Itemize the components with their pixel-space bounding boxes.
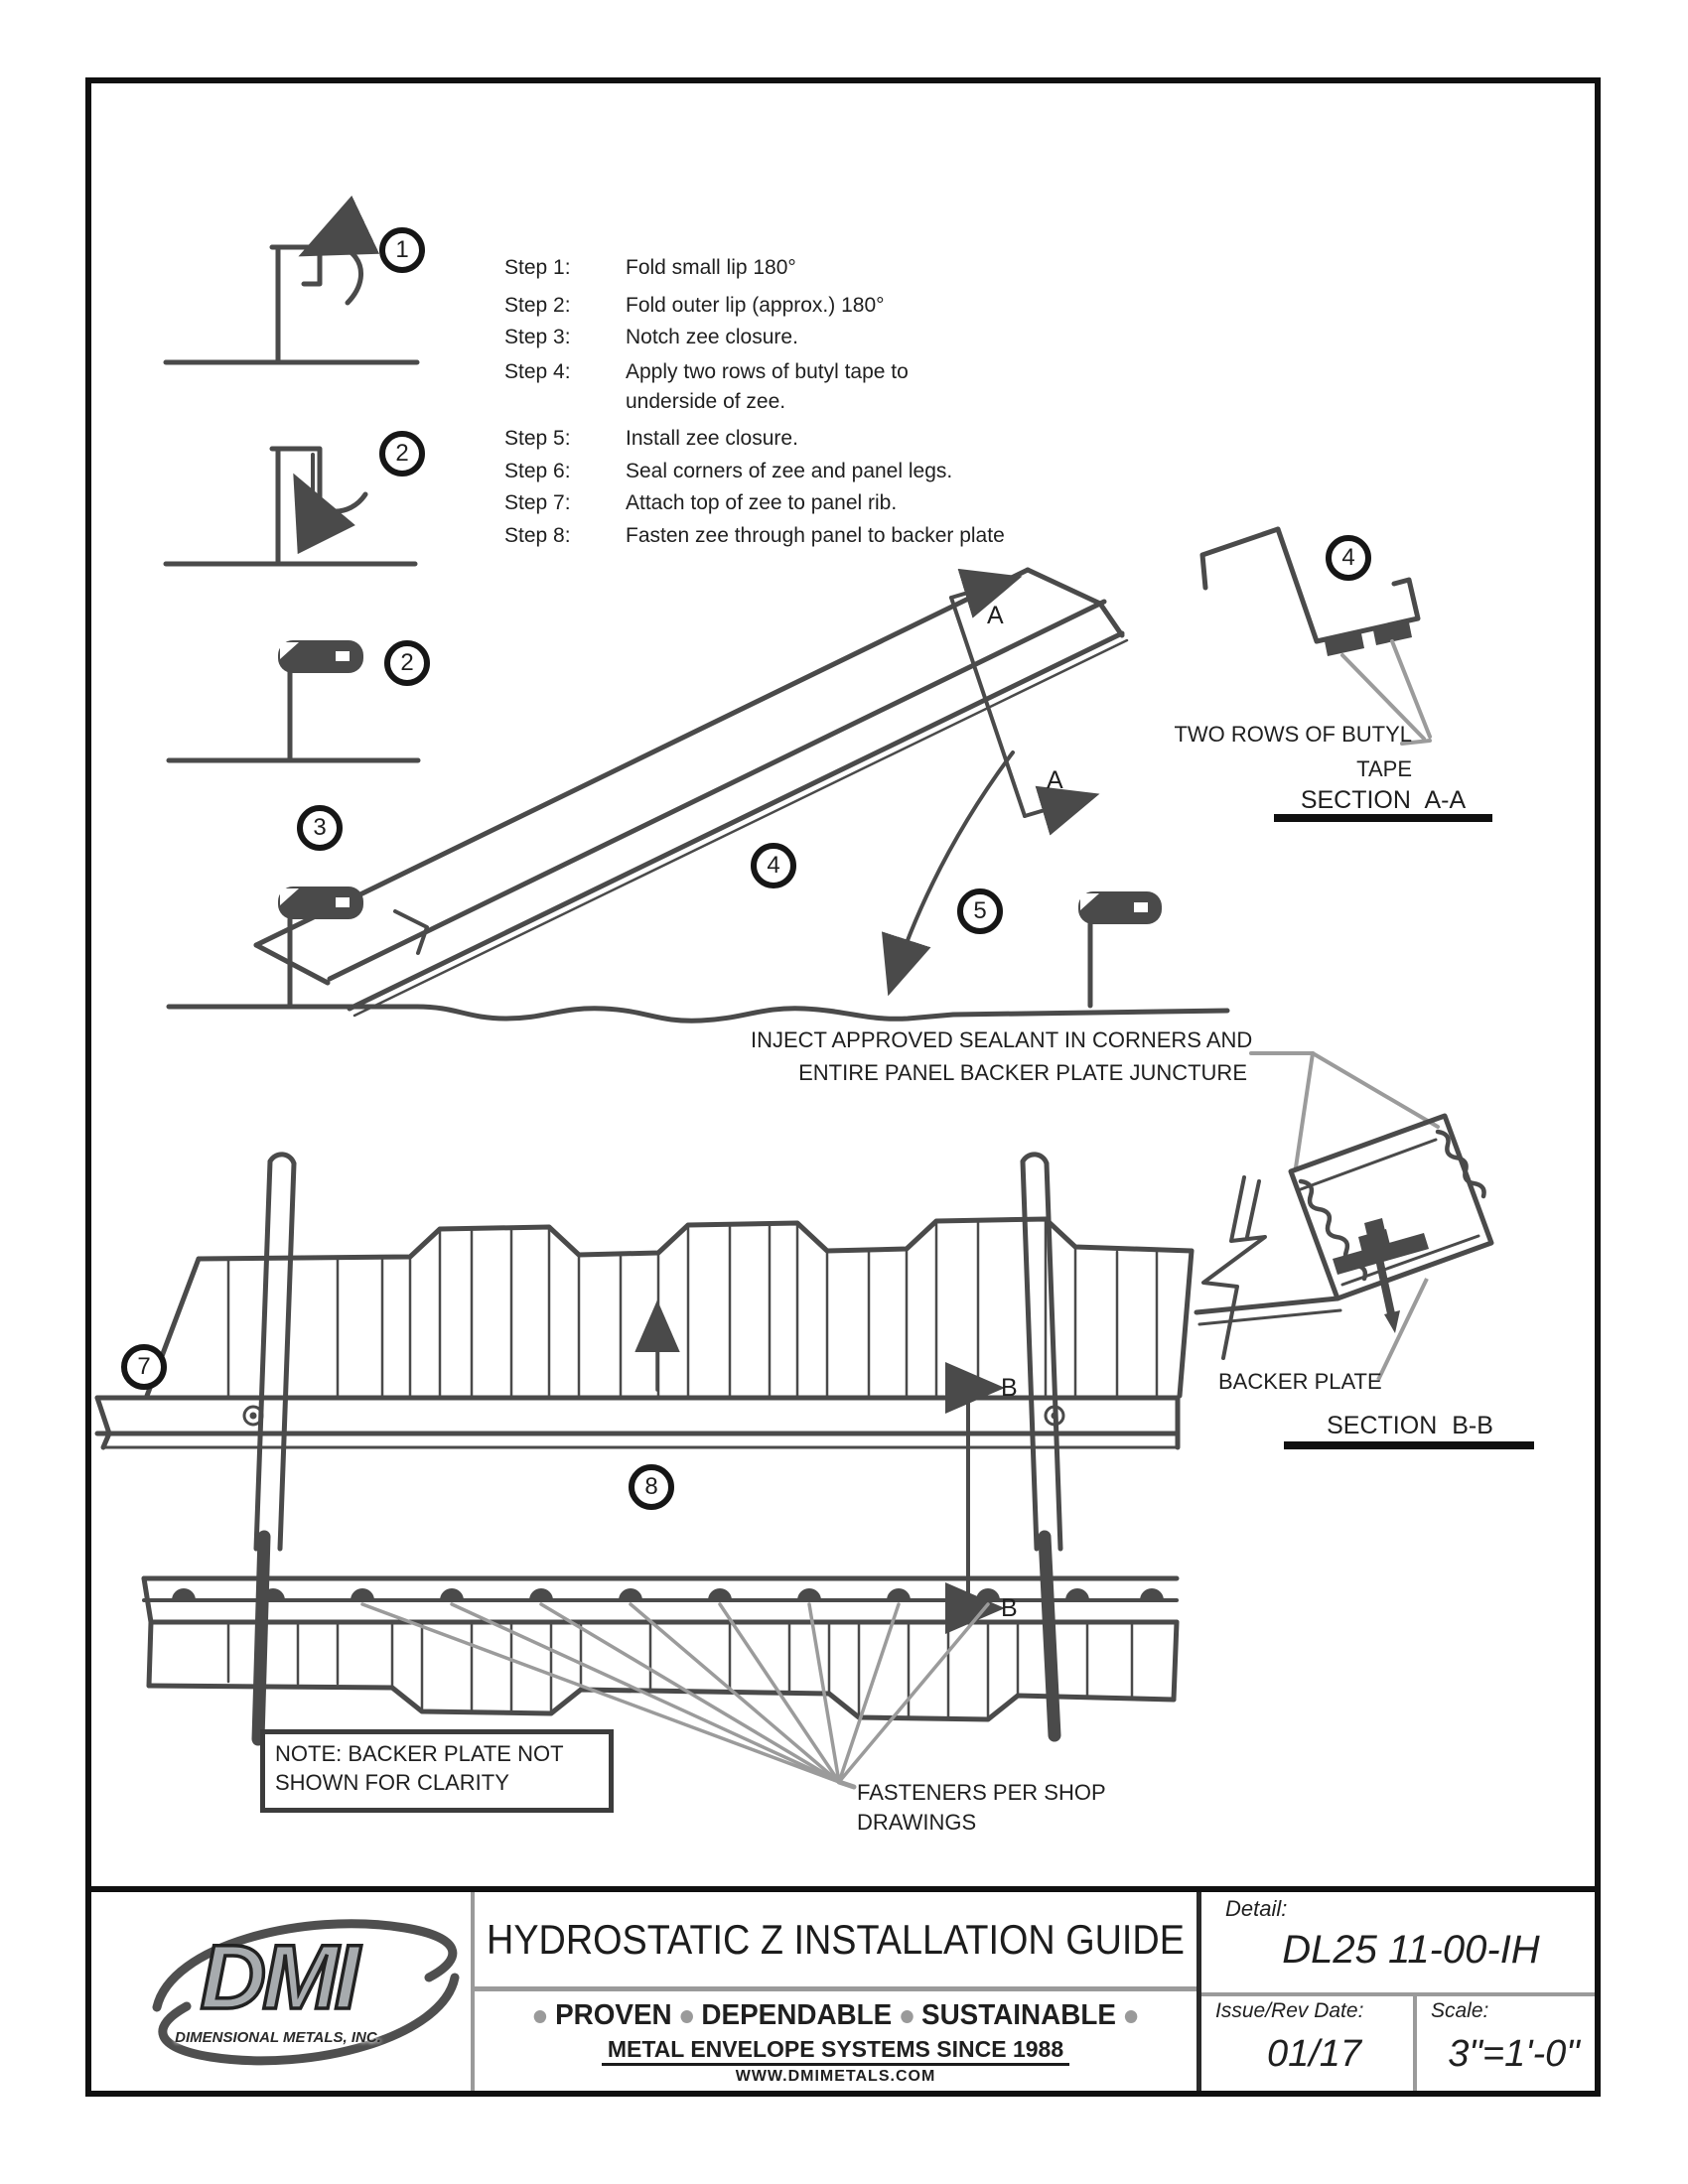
- fasteners-note-line2: DRAWINGS: [857, 1810, 977, 1835]
- callout-4-section: 4: [1326, 535, 1371, 581]
- sealant-note-line1: INJECT APPROVED SEALANT IN CORNERS AND: [751, 1027, 1253, 1052]
- scale-cell: Scale: 3"=1'-0": [1413, 1996, 1597, 2097]
- step-4-text-wrap: underside of zee.: [626, 390, 786, 413]
- callout-1: 1: [379, 227, 425, 273]
- step-2-label: Step 2:: [504, 294, 571, 317]
- step-7-text: Attach top of zee to panel rib.: [626, 491, 898, 514]
- sheet-title: HYDROSTATIC Z INSTALLATION GUIDE: [487, 1915, 1185, 1963]
- sheet-title-cell: HYDROSTATIC Z INSTALLATION GUIDE: [475, 1892, 1196, 1991]
- step-5-label: Step 5:: [504, 427, 571, 450]
- title-block-center: HYDROSTATIC Z INSTALLATION GUIDE PROVEN D…: [471, 1892, 1196, 2097]
- callout-3: 3: [297, 805, 343, 851]
- tagline-word-1: PROVEN: [555, 1999, 672, 2031]
- section-bb-fastener: [1333, 1218, 1429, 1333]
- step-1-text: Fold small lip 180°: [626, 256, 796, 279]
- butyl-tape-leaders: [1340, 639, 1432, 746]
- step-8-text: Fasten zee through panel to backer plate: [626, 524, 1005, 547]
- section-bb-drawing: [1194, 1113, 1494, 1360]
- step-3-text: Notch zee closure.: [626, 326, 798, 348]
- section-bb-underline: [1284, 1441, 1534, 1449]
- section-aa-underline: [1274, 814, 1492, 822]
- cut-label-a-bottom: A: [1047, 766, 1063, 794]
- dmi-logo-subtext: DIMENSIONAL METALS, INC.: [175, 2029, 381, 2046]
- fastener-row: [172, 1588, 1164, 1600]
- tagline-bullet-icon: [1124, 2009, 1138, 2023]
- title-block-right: Detail: DL25 11-00-IH Issue/Rev Date: 01…: [1196, 1892, 1597, 2097]
- zee-installation-diagram: [166, 567, 1230, 1024]
- butyl-tape-label-line1: TWO ROWS OF BUTYL: [1174, 722, 1412, 747]
- tagline-word-2: DEPENDABLE: [701, 1999, 893, 2031]
- clarity-note-line2: SHOWN FOR CLARITY: [275, 1770, 509, 1795]
- figure-step1-profile: [163, 195, 420, 365]
- butyl-tape-label-line2: TAPE: [1356, 756, 1412, 781]
- clarity-note-box: NOTE: BACKER PLATE NOT SHOWN FOR CLARITY: [260, 1729, 614, 1813]
- company-motto: METAL ENVELOPE SYSTEMS SINCE 1988: [601, 2036, 1070, 2066]
- callout-7: 7: [121, 1344, 167, 1390]
- section-bb-title: SECTION B-B: [1327, 1412, 1493, 1439]
- butyl-tape-blocks: [1325, 622, 1412, 656]
- cut-label-b-bottom: B: [1001, 1594, 1018, 1622]
- step-3-label: Step 3:: [504, 326, 571, 348]
- panel-assembly-diagram: [94, 1152, 1195, 1746]
- step-4-text: Apply two rows of butyl tape to: [626, 360, 909, 383]
- company-website: WWW.DMIMETALS.COM: [735, 2068, 936, 2085]
- sealant-note-line2: ENTIRE PANEL BACKER PLATE JUNCTURE: [798, 1060, 1247, 1085]
- step-1-label: Step 1:: [504, 256, 571, 279]
- tagline-bullet-icon: [533, 2009, 547, 2023]
- step-6-text: Seal corners of zee and panel legs.: [626, 460, 953, 482]
- company-tagline: PROVEN DEPENDABLE SUSTAINABLE: [490, 1999, 1183, 2032]
- section-aa-title: SECTION A-A: [1300, 786, 1467, 814]
- callout-4: 4: [751, 843, 796, 888]
- tagline-bullet-icon: [900, 2009, 914, 2023]
- detail-cell: Detail: DL25 11-00-IH: [1201, 1892, 1597, 1992]
- issue-date-cell: Issue/Rev Date: 01/17: [1201, 1996, 1413, 2097]
- fastener-leaders: [360, 1602, 990, 1790]
- issue-date-value: 01/17: [1266, 2033, 1362, 2075]
- title-block: DMI DIMENSIONAL METALS, INC. HYDROSTATIC…: [85, 1886, 1601, 2097]
- company-logo: DMI DIMENSIONAL METALS, INC.: [85, 1892, 471, 2097]
- tagline-word-3: SUSTAINABLE: [921, 1999, 1116, 2031]
- callout-2: 2: [379, 431, 425, 477]
- sealant-leader: [1249, 1051, 1440, 1169]
- step-7-label: Step 7:: [504, 491, 571, 514]
- step-8-label: Step 8:: [504, 524, 571, 547]
- figure-folded-rib-profile: [166, 640, 421, 763]
- fasteners-note-line1: FASTENERS PER SHOP: [857, 1780, 1106, 1805]
- title-block-bottom-row: Issue/Rev Date: 01/17 Scale: 3"=1'-0": [1201, 1992, 1597, 2097]
- backer-plate-label: BACKER PLATE: [1218, 1369, 1382, 1394]
- figure-step2-profile: [163, 446, 418, 567]
- step-2-text: Fold outer lip (approx.) 180°: [626, 294, 885, 317]
- step-4-label: Step 4:: [504, 360, 571, 383]
- scale-label: Scale:: [1431, 1999, 1489, 2022]
- detail-label: Detail:: [1225, 1896, 1288, 1921]
- cut-label-a-top: A: [987, 602, 1004, 629]
- backer-plate-leader: [1376, 1278, 1429, 1381]
- cut-label-b-top: B: [1001, 1374, 1018, 1402]
- step-5-text: Install zee closure.: [626, 427, 798, 450]
- callout-2-folded: 2: [384, 640, 430, 686]
- dmi-logo-swoosh: [152, 1919, 460, 2066]
- issue-date-label: Issue/Rev Date:: [1215, 1999, 1364, 2022]
- step-6-label: Step 6:: [504, 460, 571, 482]
- clarity-note-line1: NOTE: BACKER PLATE NOT: [275, 1741, 564, 1766]
- section-aa-drawing: [1199, 526, 1421, 644]
- dmi-logo-text: DMI: [199, 1925, 361, 2030]
- tagline-bullet-icon: [680, 2009, 693, 2023]
- company-motto-row: METAL ENVELOPE SYSTEMS SINCE 1988: [475, 2036, 1196, 2066]
- scale-value: 3"=1'-0": [1448, 2033, 1580, 2075]
- zee-diagram-rib-caps: [278, 887, 1162, 924]
- callout-5: 5: [957, 888, 1003, 934]
- detail-number: DL25 11-00-IH: [1282, 1928, 1540, 1972]
- callout-8: 8: [629, 1464, 674, 1510]
